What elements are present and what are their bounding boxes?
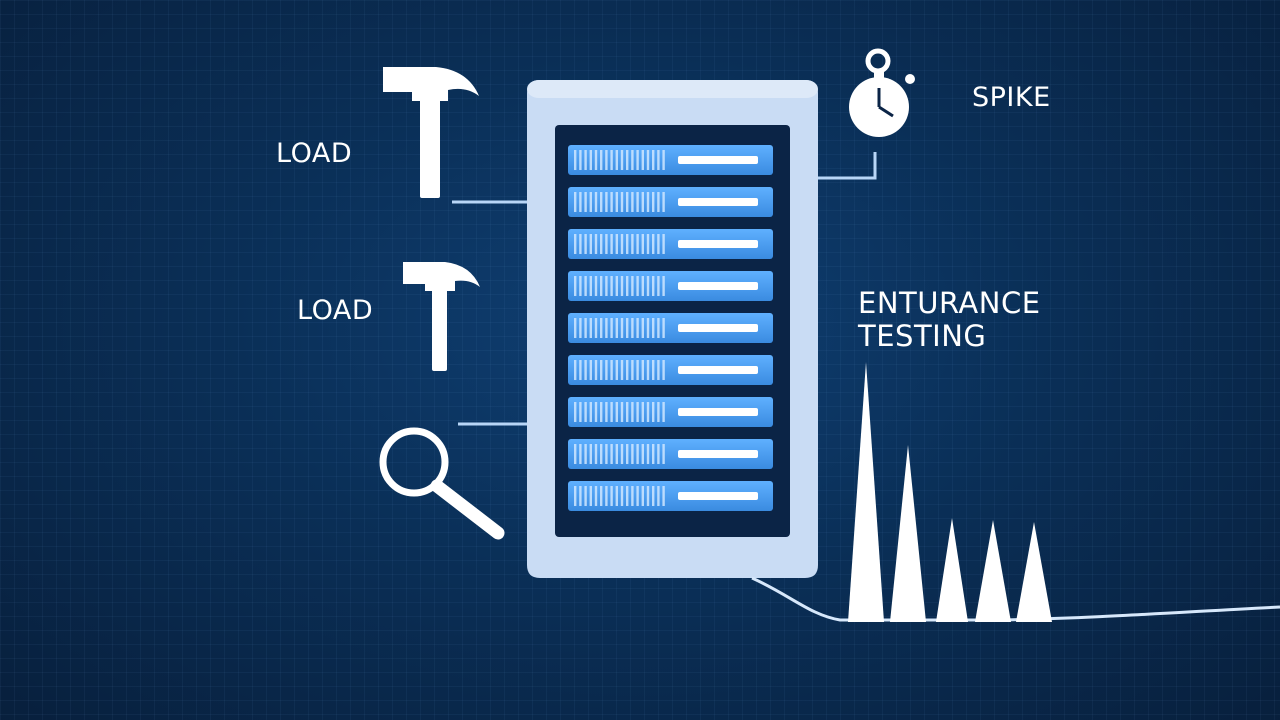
magnifier-icon — [379, 427, 505, 540]
server-unit — [568, 145, 773, 175]
hammer-icon — [383, 67, 479, 198]
server-unit — [568, 355, 773, 385]
server-unit — [568, 481, 773, 511]
spike — [975, 520, 1011, 622]
server-unit — [568, 313, 773, 343]
spike — [890, 445, 926, 622]
server-frame-highlight — [527, 80, 818, 98]
spike — [936, 518, 968, 622]
hammer-icon — [403, 262, 480, 371]
baseline-curve — [751, 576, 1280, 622]
spike — [848, 362, 884, 622]
server-unit — [568, 187, 773, 217]
server-unit — [568, 397, 773, 427]
server-unit — [568, 229, 773, 259]
label-endurance-line1: ENTURANCE — [858, 286, 1041, 320]
label-spike: SPIKE — [972, 82, 1051, 113]
label-load: LOAD — [276, 138, 353, 169]
label-load: LOAD — [297, 295, 374, 326]
connector-stopwatch — [818, 152, 877, 180]
spike — [1016, 522, 1052, 622]
stopwatch-icon — [849, 48, 915, 137]
server-unit — [568, 439, 773, 469]
label-endurance-line2: TESTING — [858, 319, 987, 353]
label-endurance-testing: ENTURANCE TESTING — [858, 287, 1041, 353]
endurance-waveform — [751, 362, 1280, 622]
server-unit — [568, 271, 773, 301]
server-units — [568, 145, 773, 511]
server-rack — [527, 80, 818, 578]
